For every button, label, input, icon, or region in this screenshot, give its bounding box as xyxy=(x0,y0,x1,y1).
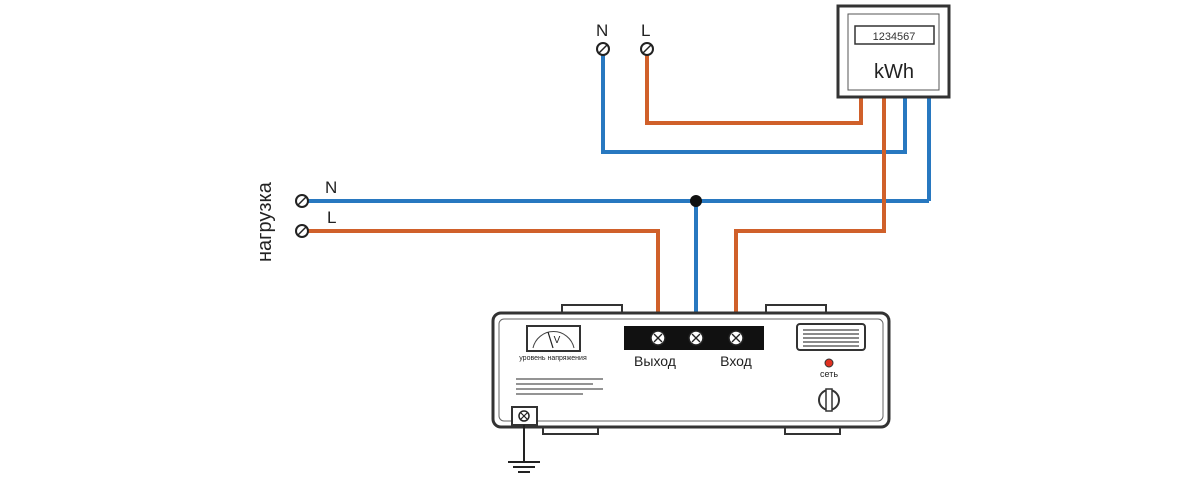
ground-terminal xyxy=(511,406,538,426)
supply-terminal-l-label: L xyxy=(641,21,650,40)
meter-phase-out-wire xyxy=(734,97,886,333)
supply-terminals: N L xyxy=(596,21,654,56)
meter-unit-label: kWh xyxy=(874,61,914,83)
supply-phase-wire xyxy=(645,52,863,125)
neutral-junction-dot xyxy=(690,195,702,207)
meter-display-value: 1234567 xyxy=(873,31,916,43)
supply-neutral-wire xyxy=(601,52,907,154)
ground-icon xyxy=(508,425,540,473)
terminal-input-phase xyxy=(728,330,744,346)
vent-grille xyxy=(796,323,866,351)
voltmeter: V xyxy=(526,325,581,352)
wires xyxy=(305,52,931,333)
voltage-stabilizer: V уровень напряжения Выход Вход xyxy=(491,304,891,435)
terminal-screw-icon xyxy=(642,44,652,54)
load-terminal-n-label: N xyxy=(325,178,337,197)
terminal-output-phase xyxy=(650,330,666,346)
load-terminals: нагрузка N L xyxy=(254,178,337,262)
load-phase-wire xyxy=(305,229,660,333)
output-label: Выход xyxy=(634,353,676,369)
spec-text-lines xyxy=(516,378,603,395)
terminal-screw-icon xyxy=(297,226,307,236)
load-caption: нагрузка xyxy=(254,181,276,262)
load-terminal-l-label: L xyxy=(327,208,336,227)
energy-meter: 1234567 kWh xyxy=(836,4,951,99)
terminal-screw-icon xyxy=(598,44,608,54)
meter-display xyxy=(854,25,935,45)
voltmeter-symbol: V xyxy=(554,335,561,346)
supply-terminal-n-label: N xyxy=(596,21,608,40)
voltmeter-caption: уровень напряжения xyxy=(519,355,587,362)
power-switch-knob[interactable] xyxy=(818,388,840,412)
terminal-neutral xyxy=(688,330,704,346)
network-indicator-led xyxy=(824,358,834,368)
terminal-screw-icon xyxy=(297,196,307,206)
input-label: Вход xyxy=(720,353,752,369)
network-label: сеть xyxy=(820,369,838,379)
